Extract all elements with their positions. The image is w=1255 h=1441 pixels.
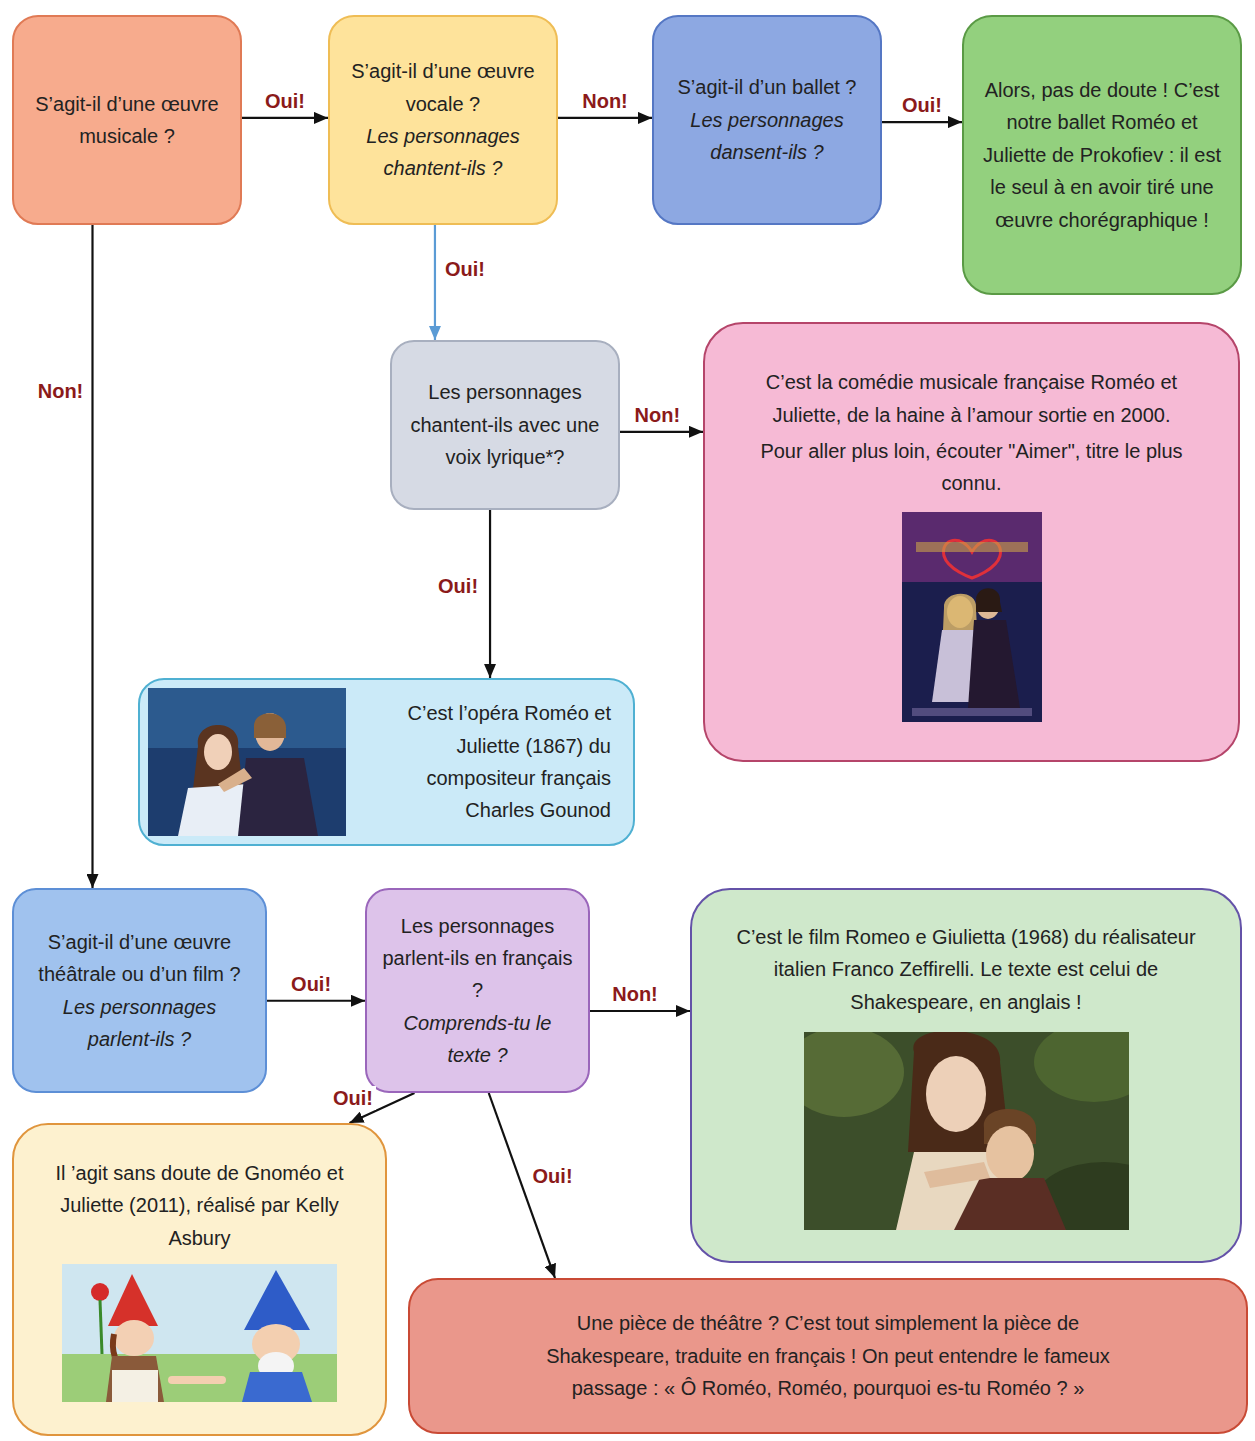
box-text: Comprends-tu le texte ? — [381, 1007, 574, 1072]
picture-shape — [926, 1056, 986, 1132]
flow-arrow — [558, 117, 652, 119]
picture-shape — [986, 1126, 1034, 1182]
box-text: C’est l’opéra Roméo et Juliette (1867) d… — [360, 697, 611, 827]
box-text: Les personnages parlent-ils en français … — [381, 910, 574, 1007]
flow-box: S’agit-il d’un ballet ?Les personnages d… — [652, 15, 882, 225]
flow-box: Les personnages chantent-ils avec une vo… — [390, 340, 620, 510]
edge-label: Oui! — [288, 972, 334, 996]
edge-label: Oui! — [442, 257, 488, 281]
box-text: C’est le film Romeo e Giulietta (1968) d… — [728, 921, 1204, 1018]
gnome-image — [62, 1264, 337, 1402]
edge-label: Oui! — [262, 89, 308, 113]
edge-label: Non! — [579, 89, 631, 113]
picture-shape — [238, 758, 318, 836]
box-text: S’agit-il d’une œuvre musicale ? — [32, 88, 222, 153]
edge-label: Non! — [35, 379, 87, 403]
flow-arrow — [267, 1000, 365, 1002]
film-still — [804, 1032, 1129, 1230]
picture-shape — [902, 512, 1042, 582]
picture-shape — [204, 734, 232, 770]
picture-shape — [968, 620, 1020, 708]
box-text: Les personnages dansent-ils ? — [672, 104, 862, 169]
musical-poster — [902, 512, 1042, 722]
edge-label: Oui! — [435, 574, 481, 598]
box-text: Alors, pas de doute ! C’est notre ballet… — [982, 74, 1222, 236]
picture-shape — [924, 1162, 990, 1188]
box-text: S’agit-il d’une œuvre théâtrale ou d’un … — [30, 926, 249, 991]
picture-shape — [912, 708, 1032, 716]
flow-arrow — [590, 1010, 690, 1012]
box-text: Il ’agit sans doute de Gnoméo et Juliett… — [44, 1157, 355, 1254]
picture-shape — [100, 1300, 102, 1354]
picture-shape — [108, 1274, 158, 1326]
picture-shape — [804, 1032, 904, 1117]
picture-shape — [916, 542, 1028, 552]
flow-box: Les personnages parlent-ils en français … — [365, 888, 590, 1093]
picture-shape — [954, 1178, 1066, 1230]
box-text: C’est la comédie musicale française Romé… — [741, 366, 1202, 431]
edge-label: Oui! — [530, 1164, 576, 1188]
picture-shape — [1034, 1032, 1129, 1102]
flow-box: C’est l’opéra Roméo et Juliette (1867) d… — [138, 678, 635, 846]
box-text: Une pièce de théâtre ? C’est tout simple… — [520, 1307, 1136, 1404]
flow-box: Alors, pas de doute ! C’est notre ballet… — [962, 15, 1242, 295]
edge-label: Oui! — [899, 93, 945, 117]
picture-shape — [244, 1270, 310, 1330]
edge-label: Oui! — [330, 1086, 376, 1110]
flow-arrow — [91, 225, 93, 888]
box-text: Les personnages chantent-ils ? — [348, 120, 538, 185]
flow-arrow — [489, 510, 491, 678]
picture-shape — [114, 1320, 154, 1356]
flow-box: C’est la comédie musicale française Romé… — [703, 322, 1240, 762]
picture-shape — [902, 512, 1042, 722]
box-text: Les personnages chantent-ils avec une vo… — [410, 376, 600, 473]
edge-label: Non! — [609, 982, 661, 1006]
flow-box: C’est le film Romeo e Giulietta (1968) d… — [690, 888, 1242, 1263]
picture-shape — [62, 1354, 337, 1402]
picture-shape — [91, 1283, 109, 1301]
picture-shape — [148, 688, 346, 836]
flow-arrow — [434, 225, 436, 340]
flow-box: Une pièce de théâtre ? C’est tout simple… — [408, 1278, 1248, 1434]
box-text: Pour aller plus loin, écouter "Aimer", t… — [741, 435, 1202, 500]
picture-shape — [218, 768, 252, 792]
flow-box: S’agit-il d’une œuvre musicale ? — [12, 15, 242, 225]
flow-arrow — [620, 431, 703, 433]
picture-shape — [106, 1356, 164, 1402]
flow-arrow — [242, 117, 328, 119]
box-text: S’agit-il d’un ballet ? — [678, 71, 857, 103]
picture-shape — [112, 1370, 158, 1402]
picture-shape — [172, 1376, 222, 1384]
picture-shape — [976, 588, 1002, 612]
picture-shape — [242, 1372, 312, 1402]
edge-label: Non! — [632, 403, 684, 427]
picture-shape — [62, 1264, 337, 1402]
flow-arrow — [882, 121, 962, 123]
opera-photo — [148, 688, 346, 836]
picture-shape — [254, 713, 286, 738]
flow-box: S’agit-il d’une œuvre vocale ?Les person… — [328, 15, 558, 225]
flow-box: S’agit-il d’une œuvre théâtrale ou d’un … — [12, 888, 267, 1093]
picture-shape — [148, 688, 346, 748]
box-text: S’agit-il d’une œuvre vocale ? — [348, 55, 538, 120]
box-text: Les personnages parlent-ils ? — [30, 991, 249, 1056]
flow-box: Il ’agit sans doute de Gnoméo et Juliett… — [12, 1123, 387, 1436]
